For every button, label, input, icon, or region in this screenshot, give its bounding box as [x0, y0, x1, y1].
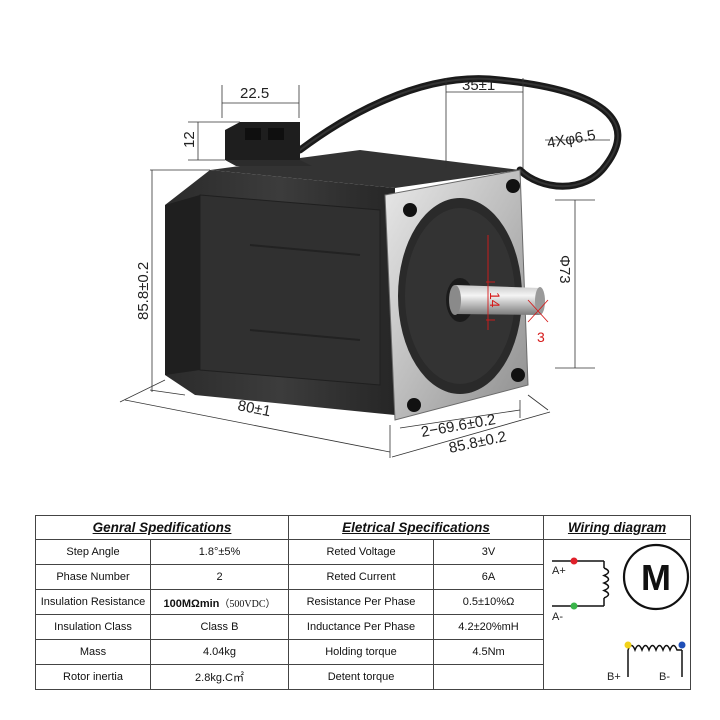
table-row: Insulation Class Class B Inductance Per … [35, 614, 691, 640]
table-row: Insulation Resistance 100MΩmin（500VDC） R… [35, 589, 691, 615]
electrical-label: Reted Voltage [288, 539, 435, 565]
dim-body-length: 80±1 [236, 397, 272, 420]
general-label: Insulation Class [35, 614, 151, 640]
dim-shaft-flat: 3 [537, 329, 545, 345]
general-value: 2 [149, 564, 290, 590]
electrical-label: Resistance Per Phase [288, 589, 435, 615]
general-value: 2.8kg.C㎡ [149, 664, 290, 690]
motor-drawing: 22.5 12 85.8±0.2 80±1 35±1 4Xφ6.5 Φ73 14… [119, 75, 622, 458]
dim-connector-width: 22.5 [240, 85, 269, 102]
dim-body-height: 85.8±0.2 [135, 262, 152, 320]
electrical-label: Reted Current [288, 564, 435, 590]
electrical-value: 4.2±20%mH [433, 614, 545, 640]
general-spec-title: Genral Spedifications [34, 515, 290, 540]
general-value: 100MΩmin（500VDC） [149, 589, 290, 615]
electrical-label: Inductance Per Phase [288, 614, 435, 640]
insulation-resistance-value: 100MΩmin [163, 597, 220, 610]
general-label: Mass [35, 639, 151, 665]
insulation-resistance-condition: （500VDC） [219, 598, 276, 610]
electrical-value [433, 664, 545, 690]
a-plus-terminal [570, 557, 578, 565]
general-value: 1.8°±5% [149, 539, 290, 565]
table-row: Mass 4.04kg Holding torque 4.5Nm [35, 639, 691, 665]
motor-letter: M [641, 557, 671, 598]
dim-connector-height: 12 [181, 131, 198, 148]
table-row: Phase Number 2 Reted Current 6A [35, 564, 691, 590]
connector [225, 122, 312, 166]
b-plus-terminal [624, 641, 632, 649]
dim-shaft-diameter: 14 [487, 292, 503, 308]
electrical-label: Holding torque [288, 639, 435, 665]
electrical-value: 6A [433, 564, 545, 590]
electrical-value: 0.5±10%Ω [433, 589, 545, 615]
table-header-row: Genral Spedifications Eletrical Specific… [34, 515, 692, 540]
general-label: Insulation Resistance [35, 589, 151, 615]
wiring-diagram-title: Wiring diagram [543, 515, 692, 540]
general-label: Rotor inertia [35, 664, 151, 690]
electrical-value: 4.5Nm [433, 639, 545, 665]
shaft-dimension-lines [486, 235, 549, 330]
b-plus-label: B+ [607, 671, 621, 683]
motor-circle [622, 543, 690, 611]
wiring-diagram-cell: M A+ A- B+ B- [543, 539, 692, 690]
b-minus-label: B- [659, 671, 670, 683]
dim-cable: 4Xφ6.5 [546, 127, 597, 152]
general-value: 4.04kg [149, 639, 290, 665]
a-minus-label: A- [552, 611, 563, 623]
coil-a-icon [602, 567, 610, 599]
electrical-spec-title: Eletrical Specifications [288, 515, 545, 540]
electrical-value: 3V [433, 539, 545, 565]
dim-shaft-length: 35±1 [462, 77, 495, 94]
table-row: Rotor inertia 2.8kg.C㎡ Detent torque [35, 664, 691, 690]
dimension-lines [119, 78, 610, 458]
general-label: Phase Number [35, 564, 151, 590]
table-row: Step Angle 1.8°±5% Reted Voltage 3V M A+… [35, 539, 692, 690]
general-value: Class B [149, 614, 290, 640]
coil-b-icon [627, 644, 683, 653]
b-minus-terminal [678, 641, 686, 649]
motor-shaft [449, 285, 545, 315]
general-label: Step Angle [35, 539, 151, 565]
motor-body [165, 150, 520, 415]
dim-pilot-diameter: Φ73 [556, 255, 573, 284]
wiring-diagram: M A+ A- B+ B- [552, 543, 690, 683]
spec-table: Genral Spedifications Eletrical Specific… [34, 515, 692, 690]
a-plus-label: A+ [552, 565, 566, 577]
electrical-label: Detent torque [288, 664, 435, 690]
a-minus-terminal [570, 602, 578, 610]
